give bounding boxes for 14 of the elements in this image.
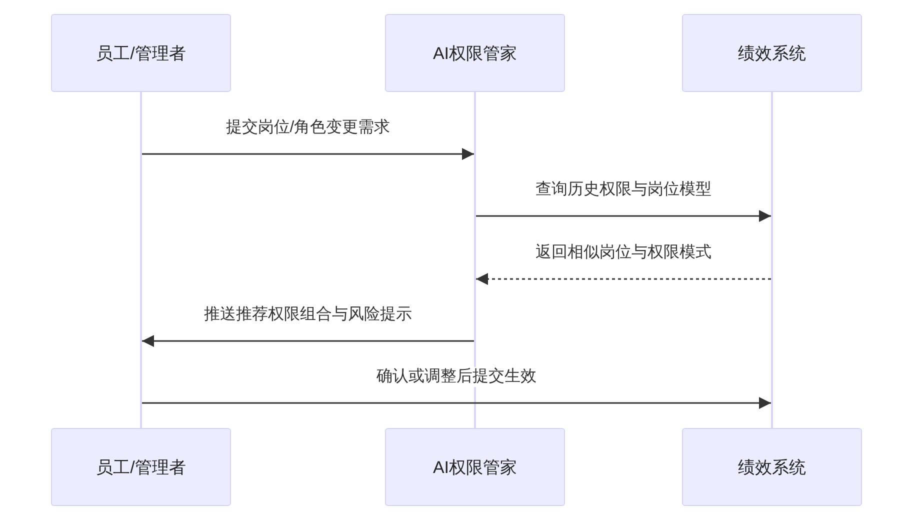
message-arrow [142, 148, 474, 160]
message-arrow [142, 397, 771, 409]
lifeline [140, 92, 142, 428]
participant-box: AI权限管家 [385, 14, 565, 92]
lifeline [771, 92, 773, 428]
message-arrow [142, 335, 474, 347]
lifeline [474, 92, 476, 428]
message-arrow [476, 210, 771, 222]
participant-box: 绩效系统 [682, 428, 862, 506]
participant-box: 员工/管理者 [51, 428, 231, 506]
participant-box: 绩效系统 [682, 14, 862, 92]
message-arrow [476, 273, 771, 285]
participant-box: AI权限管家 [385, 428, 565, 506]
participant-box: 员工/管理者 [51, 14, 231, 92]
